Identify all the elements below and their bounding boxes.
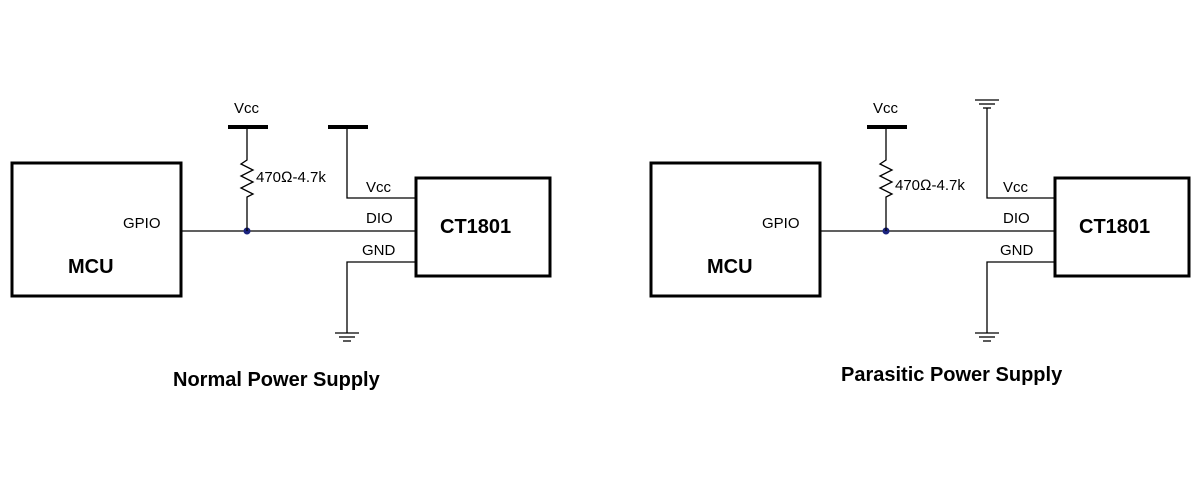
resistor-label: 470Ω-4.7k xyxy=(895,177,965,194)
parasitic-caption: Parasitic Power Supply xyxy=(841,364,1063,386)
vcc-wire xyxy=(986,108,1055,199)
pullup-vcc-label: Vcc xyxy=(234,100,260,117)
vcc-pin-label: Vcc xyxy=(366,179,392,196)
gpio-label: GPIO xyxy=(762,215,800,232)
pullup-resistor xyxy=(239,127,255,231)
parasitic-power-circuit: MCU GPIO CT1801 Vcc 470Ω-4.7k Vcc DIO GN… xyxy=(649,99,1191,386)
mcu-label: MCU xyxy=(707,256,753,278)
dio-pin-label: DIO xyxy=(1003,210,1030,227)
dio-pin-label: DIO xyxy=(366,210,393,227)
ct1801-box xyxy=(1053,176,1191,278)
gnd-pin-label: GND xyxy=(1000,242,1034,259)
gnd-wire xyxy=(346,261,416,333)
gnd-pin-label: GND xyxy=(362,242,396,259)
mcu-box xyxy=(649,161,822,298)
mcu-box xyxy=(10,161,183,298)
gpio-label: GPIO xyxy=(123,215,161,232)
resistor-label: 470Ω-4.7k xyxy=(256,169,326,186)
vcc-ground-symbol xyxy=(975,99,999,109)
pullup-resistor xyxy=(878,127,894,231)
normal-caption: Normal Power Supply xyxy=(173,369,381,391)
vcc-pin-label: Vcc xyxy=(1003,179,1029,196)
vcc-wire xyxy=(346,127,416,199)
mcu-label: MCU xyxy=(68,256,114,278)
ct1801-label: CT1801 xyxy=(1079,216,1150,238)
ct1801-label: CT1801 xyxy=(440,216,511,238)
ground-symbol xyxy=(975,332,999,342)
gnd-wire xyxy=(986,261,1055,333)
ground-symbol xyxy=(335,332,359,342)
pullup-vcc-label: Vcc xyxy=(873,100,899,117)
normal-power-circuit: MCU GPIO CT1801 Vcc 470Ω-4.7k Vcc DIO GN… xyxy=(10,100,552,391)
ct1801-box xyxy=(414,176,552,278)
